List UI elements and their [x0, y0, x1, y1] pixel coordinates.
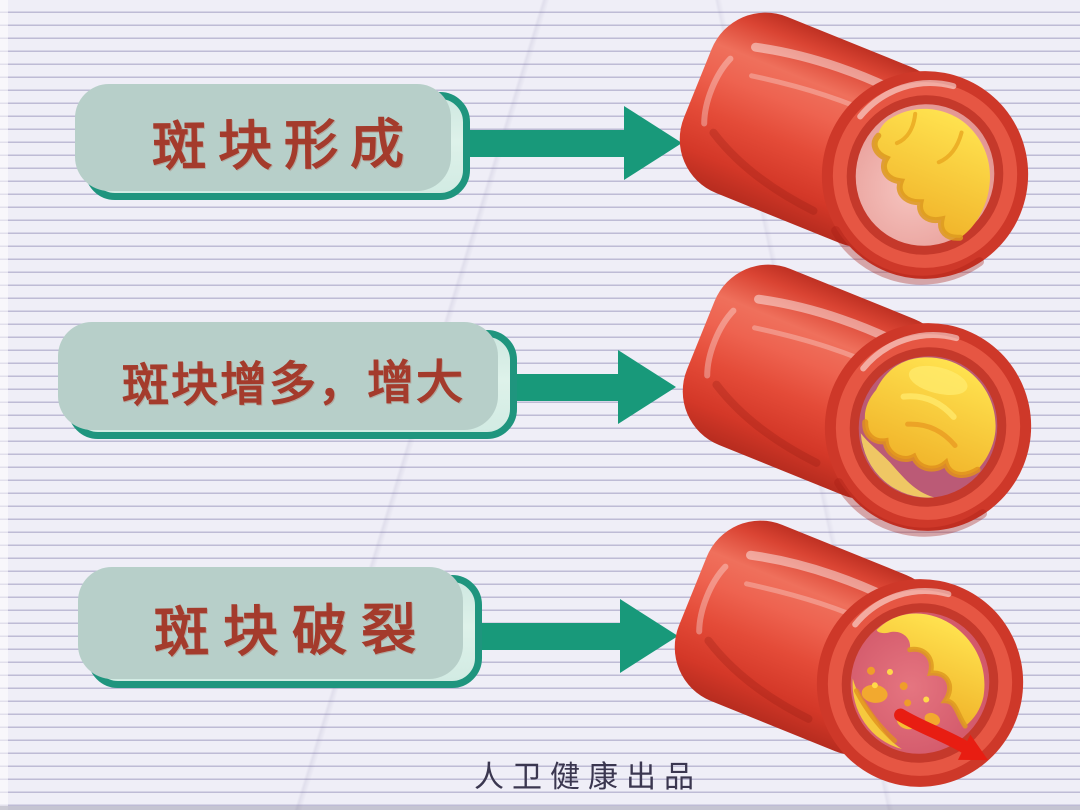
- artery-illustration-plaque-growth: [682, 264, 1032, 537]
- step-box-plaque-rupture: 斑块破裂: [78, 567, 482, 688]
- step-box-plaque-formation: 斑块形成: [75, 84, 470, 200]
- step-box-plaque-growth: 斑块增多，增大: [58, 322, 517, 439]
- artery-illustration-plaque-rupture: [674, 520, 1024, 787]
- artery-illustration-plaque-formation: [679, 12, 1029, 285]
- flow-arrow-1: [468, 106, 682, 180]
- step-label-plaque-growth: 斑块增多，增大: [121, 355, 466, 414]
- publisher-caption: 人卫健康出品: [474, 760, 702, 795]
- step-label-plaque-formation: 斑块形成: [151, 112, 416, 179]
- flow-arrow-2: [514, 350, 676, 424]
- flow-arrow-3: [470, 599, 678, 673]
- step-label-plaque-rupture: 斑块破裂: [153, 597, 431, 665]
